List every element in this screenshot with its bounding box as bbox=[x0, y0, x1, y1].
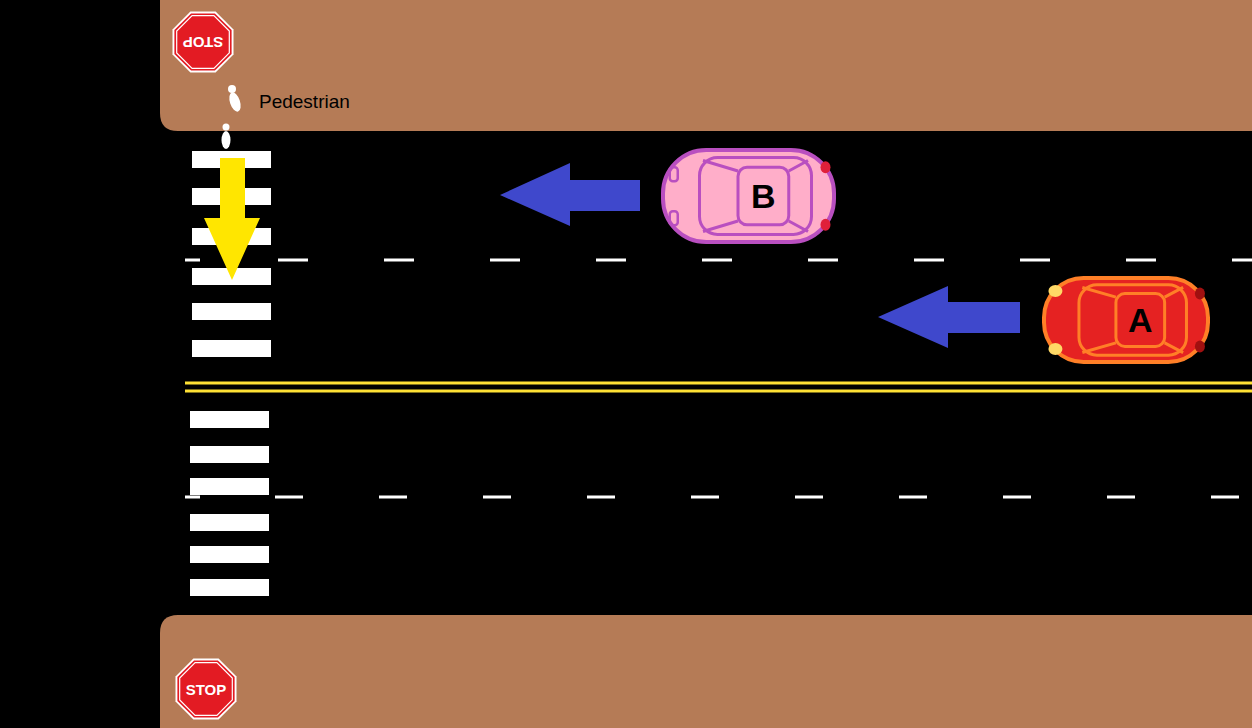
stop-sign-rim bbox=[177, 16, 230, 69]
pedestrian-head bbox=[228, 85, 236, 93]
stop-sign-rim bbox=[180, 663, 233, 716]
crosswalk-stripe bbox=[190, 478, 269, 495]
car-roof bbox=[738, 167, 789, 225]
car-pillar bbox=[703, 221, 738, 232]
pedestrian-figure bbox=[222, 124, 231, 150]
car-pillar bbox=[1165, 343, 1183, 353]
car-pillar bbox=[1165, 287, 1183, 297]
pedestrian-head bbox=[223, 124, 230, 131]
stop-sign: STOP bbox=[173, 656, 239, 722]
lane-line bbox=[278, 259, 1252, 262]
sidewalk bbox=[160, 0, 1252, 131]
car-headlight bbox=[670, 211, 678, 225]
car-body bbox=[663, 150, 834, 242]
pedestrian-body bbox=[222, 131, 231, 149]
car-headlight bbox=[1048, 343, 1062, 355]
stop-sign-face bbox=[174, 13, 231, 70]
car: B bbox=[661, 148, 836, 244]
car: A bbox=[1042, 276, 1210, 364]
pedestrian-label: Pedestrian bbox=[259, 92, 350, 111]
crosswalk-stripe bbox=[192, 303, 271, 320]
lane-line bbox=[275, 496, 1252, 499]
crosswalk-stripe bbox=[192, 340, 271, 357]
stop-sign-face bbox=[177, 660, 234, 717]
car-taillight bbox=[821, 219, 831, 231]
car-taillight bbox=[821, 161, 831, 173]
car-pillar bbox=[789, 221, 808, 232]
pedestrian-body bbox=[227, 91, 243, 113]
car-letter: B bbox=[751, 179, 776, 213]
car-shape bbox=[1042, 276, 1210, 364]
car-taillight bbox=[1195, 340, 1205, 352]
center-line bbox=[185, 390, 1252, 393]
car-pillar bbox=[789, 160, 808, 171]
car-pillar bbox=[703, 160, 738, 171]
sign-text: STOP bbox=[186, 682, 227, 697]
crosswalk-stripe bbox=[190, 579, 269, 596]
car-cabin bbox=[1079, 285, 1187, 355]
car-letter: A bbox=[1128, 303, 1153, 337]
stop-sign: STOP bbox=[170, 9, 236, 75]
crosswalk-stripe bbox=[190, 411, 269, 428]
car-headlight bbox=[1048, 285, 1062, 297]
sign-text: STOP bbox=[183, 35, 224, 50]
lane-dash bbox=[185, 259, 200, 262]
car-body bbox=[1044, 278, 1208, 362]
crosswalk bbox=[190, 151, 271, 596]
sidewalk bbox=[160, 615, 1252, 728]
car-shape bbox=[661, 148, 836, 244]
crosswalk-stripe bbox=[190, 514, 269, 531]
motion-arrow bbox=[500, 163, 640, 226]
crosswalk-stripe bbox=[190, 546, 269, 563]
crosswalk-stripe bbox=[190, 446, 269, 463]
motion-arrow bbox=[878, 286, 1020, 348]
walk-arrow bbox=[204, 158, 260, 280]
lane-dash bbox=[185, 496, 200, 499]
car-headlight bbox=[670, 167, 678, 181]
car-taillight bbox=[1195, 288, 1205, 300]
stop-sign-border bbox=[176, 659, 237, 720]
car-pillar bbox=[1082, 287, 1116, 297]
center-line bbox=[185, 382, 1252, 385]
car-roof bbox=[1116, 294, 1165, 347]
car-cabin bbox=[700, 158, 812, 235]
car-pillar bbox=[1082, 343, 1116, 353]
pedestrian-figure bbox=[227, 85, 243, 113]
stop-sign-border bbox=[173, 12, 234, 73]
